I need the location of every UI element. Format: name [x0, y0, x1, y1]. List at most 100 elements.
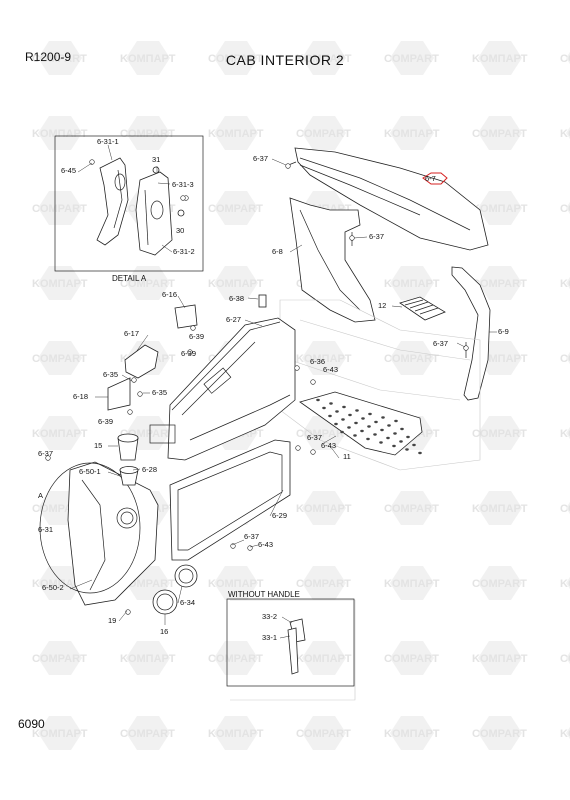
watermark-mark: COMPART [32, 341, 87, 375]
watermark-mark: KOMПАРТ [560, 276, 570, 290]
svg-text:KOMПАРТ: KOMПАРТ [296, 503, 352, 515]
watermark-mark: KOMПАРТ [32, 266, 88, 300]
detail-a-label: DETAIL A [112, 274, 147, 283]
callout-6-31-3: 6-31-3 [172, 180, 194, 189]
svg-text:COMPART: COMPART [472, 728, 527, 740]
watermark-mark: COMPART [208, 641, 263, 675]
part-handle-brackets [287, 618, 306, 675]
svg-text:KOMПАРТ: KOMПАРТ [384, 578, 440, 590]
plate-hole [393, 432, 397, 435]
watermark-mark: KOMПАРТ [472, 641, 528, 675]
plate-hole [329, 402, 333, 405]
svg-text:COMPART: COMPART [560, 353, 570, 365]
svg-text:COMPART: COMPART [120, 728, 175, 740]
watermark-mark: COMPART [296, 566, 351, 600]
svg-text:COMPART: COMPART [296, 128, 351, 140]
svg-text:KOMПАРТ: KOMПАРТ [560, 278, 570, 290]
callout-6-35-a: 6-35 [103, 370, 119, 379]
watermark-mark: KOMПАРТ [208, 566, 264, 600]
svg-text:COMPART: COMPART [384, 53, 439, 65]
callout-a: A [38, 491, 44, 500]
svg-text:KOMПАРТ: KOMПАРТ [296, 53, 352, 65]
watermark-mark: KOMПАРТ [560, 726, 570, 740]
callout-6-16: 6-16 [162, 290, 178, 299]
svg-text:COMPART: COMPART [472, 278, 527, 290]
plate-hole [347, 426, 351, 429]
watermark-mark: COMPART [32, 641, 87, 675]
callout-15: 15 [94, 441, 103, 450]
svg-text:COMPART: COMPART [208, 53, 263, 65]
watermark-mark: KOMПАРТ [384, 716, 440, 750]
page-title: CAB INTERIOR 2 [225, 52, 345, 68]
svg-text:KOMПАРТ: KOMПАРТ [32, 128, 88, 140]
plate-hole [367, 425, 371, 428]
svg-text:KOMПАРТ: KOMПАРТ [560, 128, 570, 140]
svg-text:KOMПАРТ: KOMПАРТ [560, 428, 570, 440]
callout-6-39-b: 6-39 [181, 349, 197, 358]
svg-text:KOMПАРТ: KOMПАРТ [296, 353, 352, 365]
without-handle-frame [226, 598, 355, 687]
callout-6-43-c: 6-43 [258, 540, 274, 549]
callout-6-50-1: 6-50-1 [79, 467, 101, 476]
plate-hole [342, 405, 346, 409]
svg-text:COMPART: COMPART [296, 578, 351, 590]
svg-text:KOMПАРТ: KOMПАРТ [472, 653, 528, 665]
svg-text:COMPART: COMPART [32, 353, 87, 365]
svg-text:KOMПАРТ: KOMПАРТ [560, 578, 570, 590]
watermark-mark: COMPART [472, 266, 527, 300]
svg-text:KOMПАРТ: KOMПАРТ [384, 728, 440, 740]
watermark-mark: COMPART [120, 116, 175, 150]
svg-text:COMPART: COMPART [560, 653, 570, 665]
detail-a-circle [39, 462, 141, 594]
watermark-mark: KOMПАРТ [560, 576, 570, 590]
screw [187, 349, 193, 355]
screw [137, 391, 143, 397]
callout-19: 19 [108, 616, 117, 625]
watermark-mark: COMPART [32, 191, 87, 225]
part-rings [152, 564, 198, 615]
part-screws [45, 159, 469, 615]
screw [190, 325, 196, 331]
plate-hole [399, 440, 403, 443]
part-side-console [149, 317, 296, 461]
callout-6-39-a: 6-39 [189, 332, 205, 341]
watermark-mark: COMPART [384, 341, 439, 375]
svg-text:COMPART: COMPART [32, 653, 87, 665]
watermark-mark: KOMПАРТ [32, 116, 88, 150]
callout-12: 12 [378, 301, 387, 310]
detail-a-frame [54, 135, 204, 272]
watermark-mark: KOMПАРТ [296, 641, 352, 675]
watermark-mark: KOMПАРТ [472, 41, 528, 75]
callout-6-29: 6-29 [272, 511, 288, 520]
callout-16: 16 [160, 627, 169, 636]
watermark-mark: COMPART [472, 416, 527, 450]
watermark-mark: COMPART [296, 716, 351, 750]
callout-6-17: 6-17 [124, 329, 140, 338]
part-pillar-trim [289, 197, 376, 323]
watermark-mark: KOMПАРТ [296, 491, 352, 525]
plate-hole [394, 419, 398, 423]
watermark-mark: KOMПАРТ [384, 566, 440, 600]
callout-6-38: 6-38 [229, 294, 245, 303]
plate-hole [386, 436, 390, 440]
callout-6-34: 6-34 [180, 598, 196, 607]
plate-hole [348, 413, 352, 417]
plate-hole [328, 414, 332, 418]
watermark-mark: KOMПАРТ [32, 566, 88, 600]
plate-hole [412, 443, 416, 447]
plate-hole [316, 398, 320, 402]
svg-text:COMPART: COMPART [296, 428, 351, 440]
svg-text:COMPART: COMPART [472, 578, 527, 590]
callout-6-7: 6-7 [425, 174, 436, 183]
watermark-mark: KOMПАРТ [208, 116, 264, 150]
svg-text:KOMПАРТ: KOMПАРТ [208, 728, 264, 740]
screw [180, 195, 186, 201]
svg-text:COMPART: COMPART [120, 278, 175, 290]
plate-hole [366, 437, 370, 441]
watermark-mark: COMPART [384, 491, 439, 525]
callout-6-50-2: 6-50-2 [42, 583, 64, 592]
plate-hole [400, 427, 404, 431]
watermark-mark: COMPART [384, 41, 439, 75]
watermark-mark: KOMПАРТ [472, 191, 528, 225]
svg-text:COMPART: COMPART [472, 128, 527, 140]
